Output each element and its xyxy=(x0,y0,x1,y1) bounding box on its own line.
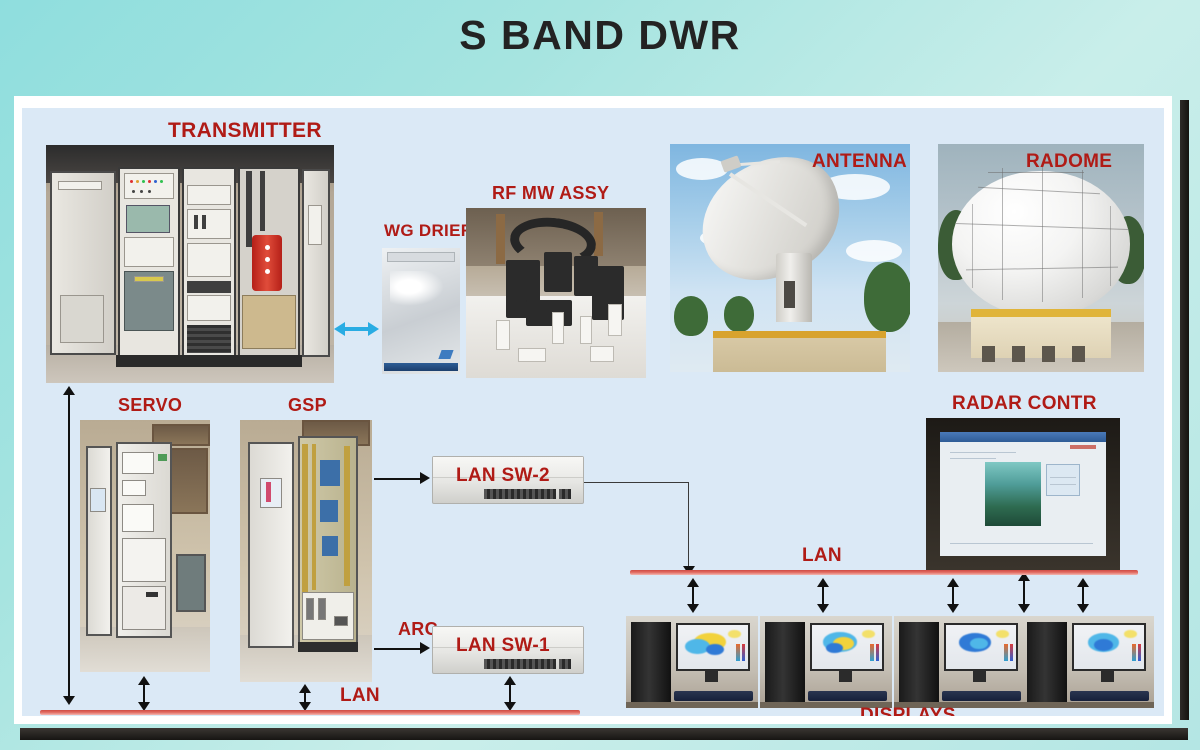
gsp-bus-shaft xyxy=(304,690,306,704)
display-4-arrow-down xyxy=(1077,604,1089,613)
label-wg-drier: WG DRIER xyxy=(384,221,474,240)
radar-control-photo xyxy=(926,418,1120,570)
display-2-shaft xyxy=(822,584,824,606)
display-2-arrow-down xyxy=(817,604,829,613)
transmitter-bus-arrow-down xyxy=(63,696,75,705)
label-displays: DISPLAYS xyxy=(860,705,956,716)
arc-to-lansw1-arrowhead xyxy=(420,642,430,654)
lansw2-bus-v xyxy=(688,482,689,568)
label-lan-bottom: LAN xyxy=(340,685,380,706)
label-lan-right: LAN xyxy=(802,545,842,566)
display-1-shaft xyxy=(692,584,694,606)
display-2-arrow-up xyxy=(817,578,829,587)
wg-drier-photo xyxy=(382,248,460,374)
diagram-canvas: TRANSMITTER WG DRIER RF MW ASSY xyxy=(22,108,1164,716)
display-4-shaft xyxy=(1082,584,1084,606)
transmitter-bus-arrow-up xyxy=(63,386,75,395)
transmitter-photo xyxy=(46,145,334,383)
display-workstation xyxy=(1022,616,1154,708)
radarctrl-bus-arrow-down xyxy=(1018,604,1030,613)
display-4-arrow-up xyxy=(1077,578,1089,587)
servo-bus-shaft xyxy=(143,682,145,704)
gsp-to-lansw2-arrowhead xyxy=(420,472,430,484)
lansw1-bus-arrow-down xyxy=(504,702,516,711)
lan-bus-right xyxy=(630,570,1138,575)
display-workstation xyxy=(626,616,758,708)
radarctrl-bus-shaft xyxy=(1023,578,1025,606)
lansw1-bus-arrow-up xyxy=(504,676,516,685)
lansw1-bus-shaft xyxy=(509,682,511,704)
label-radar-contr: RADAR CONTR xyxy=(952,393,1097,414)
display-3-shaft xyxy=(952,584,954,606)
slide-bottom-edge xyxy=(20,728,1188,740)
servo-bus-arrow-down xyxy=(138,702,150,711)
label-gsp: GSP xyxy=(288,395,327,415)
label-arc: ARC xyxy=(398,619,438,639)
label-rf-mw-assy: RF MW ASSY xyxy=(492,183,610,203)
display-3-arrow-down xyxy=(947,604,959,613)
radome-photo xyxy=(938,144,1144,372)
lan-switch-1 xyxy=(432,626,584,674)
label-lan-sw-2: LAN SW-2 xyxy=(456,465,550,486)
label-transmitter: TRANSMITTER xyxy=(168,119,322,142)
rf-mw-assy-photo xyxy=(466,208,646,378)
lan-switch-2 xyxy=(432,456,584,504)
radarctrl-bus-arrow-up xyxy=(1018,572,1030,581)
label-radome: RADOME xyxy=(1026,151,1113,172)
label-servo: SERVO xyxy=(118,395,183,415)
gsp-bus-arrow-up xyxy=(299,684,311,693)
gsp-bus-arrow-down xyxy=(299,702,311,711)
gsp-photo xyxy=(240,420,372,682)
display-3-arrow-up xyxy=(947,578,959,587)
gsp-to-lansw2-line xyxy=(374,478,420,480)
display-1-arrow-up xyxy=(687,578,699,587)
label-antenna: ANTENNA xyxy=(812,151,907,172)
display-workstation xyxy=(894,616,1026,708)
label-lan-sw-1: LAN SW-1 xyxy=(456,635,550,656)
lansw2-bus-h xyxy=(584,482,688,483)
cyan-arrow-shaft xyxy=(344,327,368,331)
transmitter-bus-shaft xyxy=(68,392,70,698)
servo-bus-arrow-up xyxy=(138,676,150,685)
page-title: S BAND DWR xyxy=(459,12,741,58)
display-workstation xyxy=(760,616,892,708)
antenna-photo xyxy=(670,144,910,372)
lan-bus-bottom xyxy=(40,710,580,715)
slide-right-edge xyxy=(1180,100,1189,720)
cyan-arrow-right-head xyxy=(368,322,379,336)
arc-to-lansw1-line xyxy=(374,648,420,650)
servo-photo xyxy=(80,420,210,672)
cyan-arrow-left-head xyxy=(334,322,345,336)
display-1-arrow-down xyxy=(687,604,699,613)
